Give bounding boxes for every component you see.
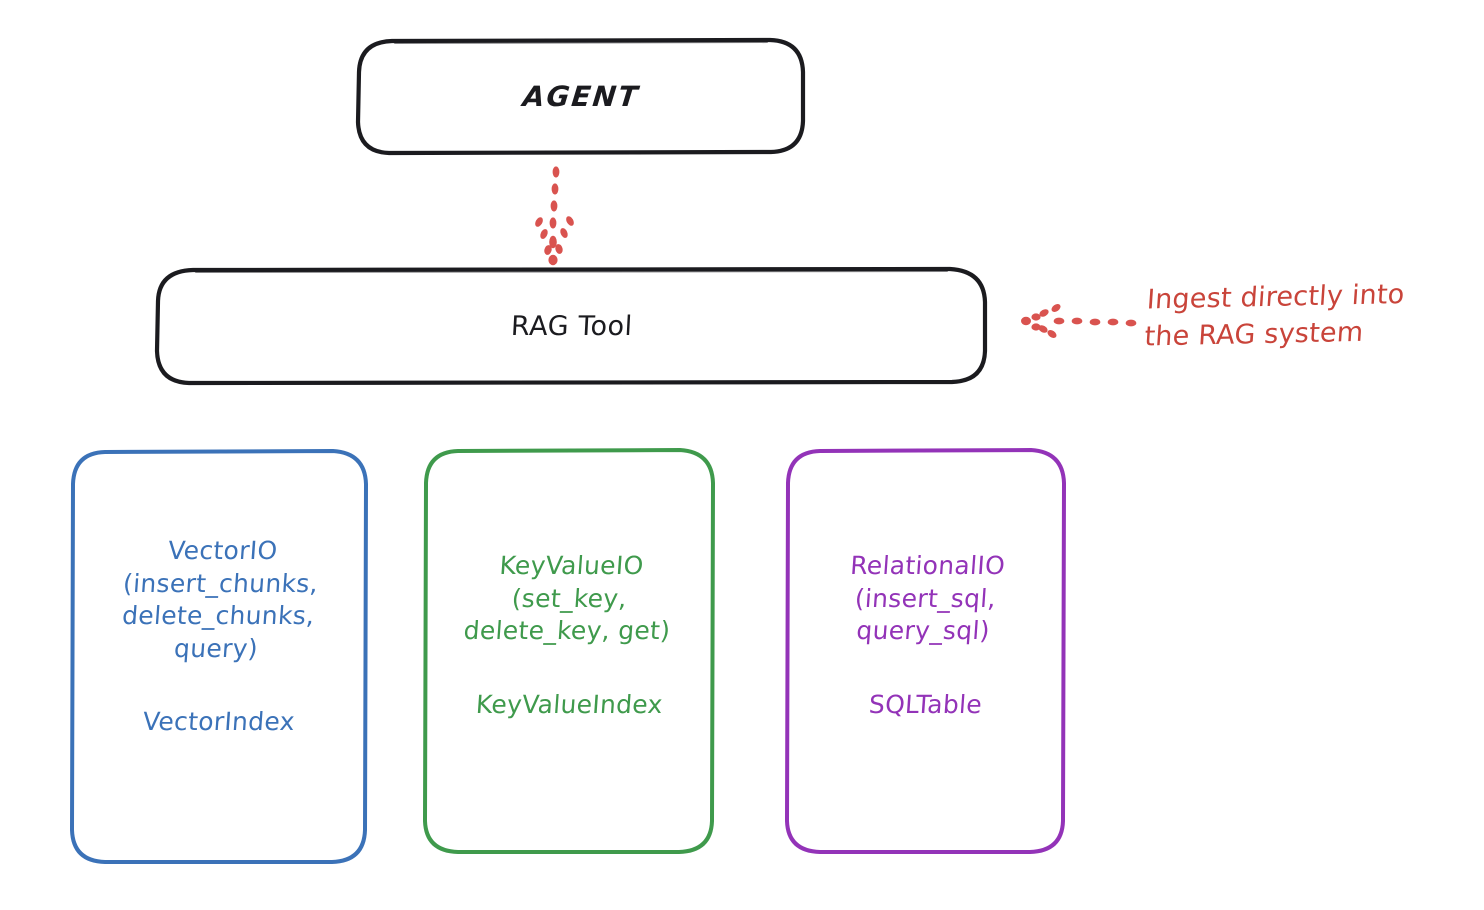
vector-index-label: VectorIndex — [142, 707, 296, 736]
agent-node[interactable]: AGENT — [358, 40, 804, 153]
agent-to-rag-connector — [535, 166, 574, 266]
ingest-annotation-text: Ingest directly into the RAG system — [1143, 279, 1406, 353]
vector-io-content: VectorIO (insert_chunks, delete_chunks, … — [82, 535, 356, 736]
ingest-to-rag-connector — [1021, 304, 1137, 338]
relational-io-content: RelationalIO (insert_sql, query_sql) SQL… — [797, 550, 1054, 719]
key-value-index-label: KeyValueIndex — [474, 689, 664, 719]
rag-tool-node[interactable]: RAG Tool — [157, 269, 986, 383]
vector-io-node[interactable]: VectorIO (insert_chunks, delete_chunks, … — [72, 451, 366, 863]
key-value-io-content: KeyValueIO (set_key, delete_key, get) Ke… — [435, 550, 703, 719]
sql-table-label: SQLTable — [867, 689, 984, 719]
relational-io-title: RelationalIO (insert_sql, query_sql) — [849, 551, 1007, 645]
key-value-io-node[interactable]: KeyValueIO (set_key, delete_key, get) Ke… — [425, 450, 713, 853]
relational-io-node[interactable]: RelationalIO (insert_sql, query_sql) SQL… — [787, 450, 1064, 853]
key-value-io-title: KeyValueIO (set_key, delete_key, get) — [462, 551, 672, 645]
rag-tool-label: RAG Tool — [509, 310, 634, 342]
agent-label: AGENT — [521, 80, 641, 113]
vector-io-title: VectorIO (insert_chunks, delete_chunks, … — [120, 536, 319, 663]
